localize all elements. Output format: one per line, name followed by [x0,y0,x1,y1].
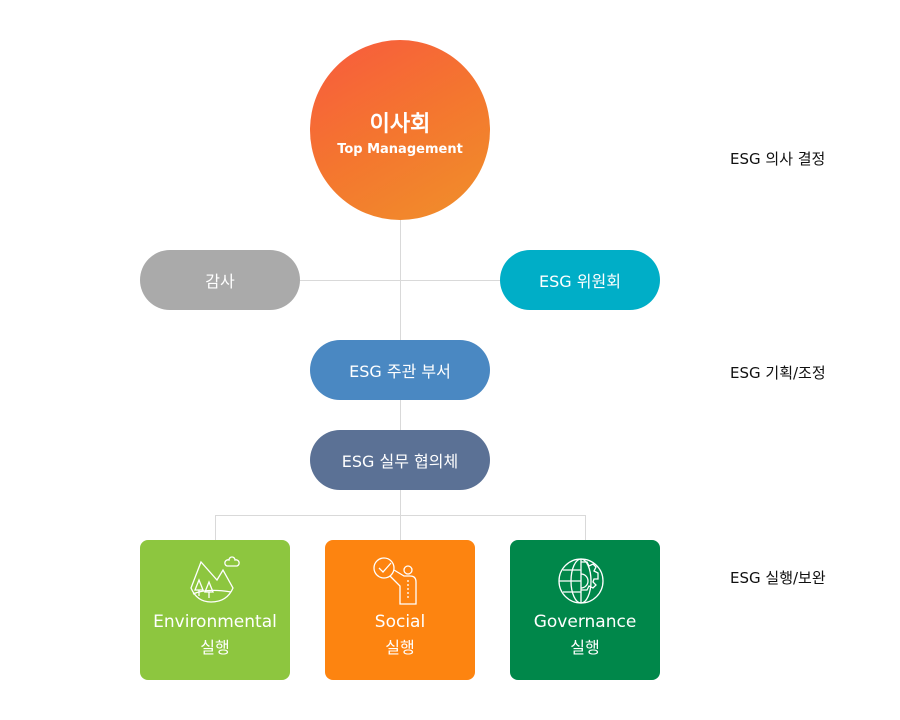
side-label-execution: ESG 실행/보완 [730,569,826,587]
connector [215,515,216,540]
person-check-icon [373,557,417,605]
side-label-decision: ESG 의사 결정 [730,150,826,168]
board-subtitle: Top Management [337,142,463,157]
board-node: 이사회 Top Management [310,40,490,220]
box-subtitle: 실행 [570,638,600,657]
governance-box: Governance 실행 [510,540,660,680]
social-box: Social 실행 [325,540,475,680]
dept-node: ESG 주관 부서 [310,340,490,400]
box-subtitle: 실행 [385,638,415,657]
box-title: Social [374,612,426,632]
box-title: Governance [533,612,637,632]
box-title: Environmental [153,612,277,632]
committee-node: ESG 위원회 [500,250,660,310]
box-subtitle: 실행 [200,638,230,657]
connector [300,280,500,281]
council-node: ESG 실무 협의체 [310,430,490,490]
environmental-box: Environmental 실행 [140,540,290,680]
side-label-planning: ESG 기획/조정 [730,364,826,382]
board-title: 이사회 [369,112,431,137]
mountain-tree-icon [190,556,240,603]
connector [215,515,585,516]
connector [585,515,586,540]
audit-node: 감사 [140,250,300,310]
globe-gear-icon [558,558,604,604]
